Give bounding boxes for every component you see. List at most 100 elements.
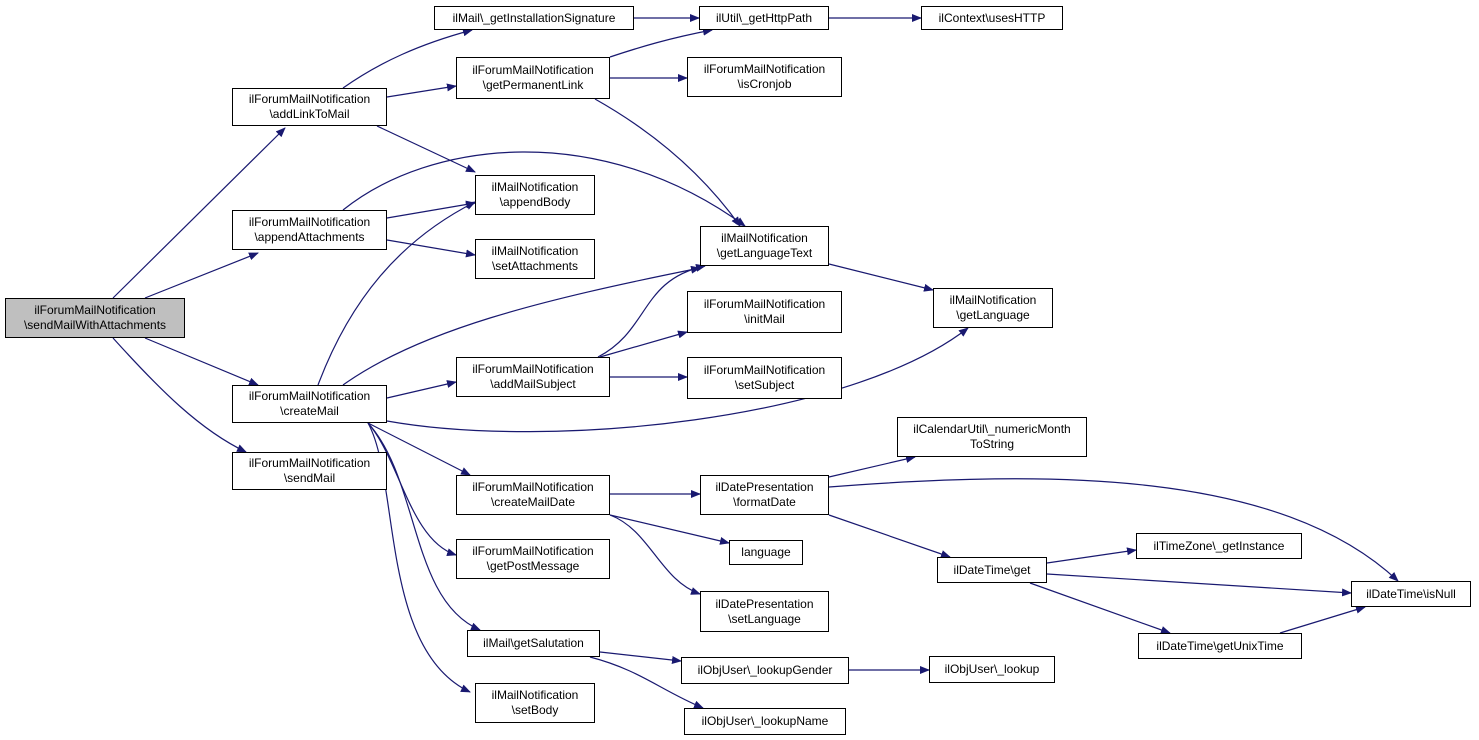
graph-node-label: ilUtil\_getHttpPath [715, 10, 813, 25]
graph-node-label: \getPostMessage [486, 559, 580, 573]
graph-node-is-null[interactable]: ilDateTime\isNull [1351, 581, 1471, 607]
graph-node-dt-get[interactable]: ilDateTime\get [937, 557, 1047, 583]
graph-node-label: ilForumMailNotification [703, 62, 826, 76]
edge-appendAttachments-to-appendBody [386, 200, 476, 219]
graph-node-label: \createMailDate [490, 495, 576, 509]
edge-getPermanentLink-to-getHttpPath [609, 27, 713, 58]
edge-formatDate-to-dtGet [828, 514, 951, 558]
graph-node-label: \getPermanentLink [482, 78, 584, 92]
graph-node-label: \getLanguage [956, 308, 1030, 322]
graph-node-lookup[interactable]: ilObjUser\_lookup [929, 656, 1055, 683]
graph-node-label: ilMailNotification [721, 231, 808, 245]
graph-node-label: ilDatePresentation [715, 480, 814, 494]
edge-createMail-to-createMailDate [367, 422, 471, 476]
graph-node-uses-h-t-t-p[interactable]: ilContext\usesHTTP [921, 6, 1063, 30]
graph-node-root[interactable]: ilForumMailNotification\sendMailWithAtta… [5, 298, 185, 338]
graph-node-language[interactable]: language [729, 540, 803, 565]
edge-createMail-to-setBody [367, 422, 471, 693]
graph-node-get-language-text[interactable]: ilMailNotification\getLanguageText [700, 226, 829, 266]
graph-node-label: ilMailNotification [949, 293, 1037, 307]
graph-node-append-body[interactable]: ilMailNotification\appendBody [475, 175, 595, 215]
graph-node-is-cronjob[interactable]: ilForumMailNotification\isCronjob [687, 57, 842, 97]
edge-addLinkToMail-to-appendBody [376, 125, 476, 173]
graph-node-set-attachments[interactable]: ilMailNotification\setAttachments [475, 239, 595, 279]
graph-node-label: \sendMailWithAttachments [23, 318, 167, 332]
edge-addMailSubject-to-initMail [599, 330, 688, 358]
graph-node-send-mail[interactable]: ilForumMailNotification\sendMail [232, 452, 387, 490]
graph-node-label: \addMailSubject [490, 377, 576, 391]
edge-createMail-to-getSalutation [367, 422, 481, 631]
graph-node-label: ilForumMailNotification [472, 63, 594, 77]
graph-node-label: ilForumMailNotification [472, 544, 594, 558]
graph-node-label: \isCronjob [737, 77, 792, 91]
edge-root-to-appendAttachments [144, 252, 259, 299]
graph-node-get-unix-time[interactable]: ilDateTime\getUnixTime [1138, 633, 1302, 659]
graph-node-label: ilObjUser\_lookupGender [697, 663, 833, 677]
graph-node-get-instance[interactable]: ilTimeZone\_getInstance [1136, 533, 1302, 559]
graph-node-add-link-to-mail[interactable]: ilForumMailNotification\addLinkToMail [232, 88, 387, 126]
graph-node-label: ilObjUser\_lookupName [701, 714, 829, 728]
edges-layer [112, 14, 1399, 709]
graph-node-init-mail[interactable]: ilForumMailNotification\initMail [687, 291, 842, 333]
graph-node-label: ToString [969, 437, 1015, 451]
graph-node-label: ilMail\getSalutation [483, 636, 584, 650]
graph-node-label: \setLanguage [728, 611, 801, 626]
graph-node-label: ilForumMailNotification [703, 297, 826, 311]
edge-getLanguageText-to-getLanguage [828, 263, 934, 292]
graph-node-format-date[interactable]: ilDatePresentation\formatDate [700, 475, 829, 515]
edge-getPermanentLink-to-getLanguageText [594, 98, 741, 227]
graph-node-label: language [741, 545, 791, 559]
graph-node-label: ilMailNotification [491, 688, 579, 702]
graph-node-label: ilMailNotification [491, 180, 579, 194]
graph-node-label: ilForumMailNotification [248, 456, 371, 470]
graph-node-label: \setSubject [734, 378, 795, 392]
edge-dtGet-to-getUnixTime [1029, 582, 1171, 634]
graph-node-get-salutation[interactable]: ilMail\getSalutation [467, 630, 600, 657]
graph-node-create-mail-date[interactable]: ilForumMailNotification\createMailDate [456, 475, 610, 515]
graph-node-get-http-path[interactable]: ilUtil\_getHttpPath [699, 6, 829, 30]
graph-node-label: ilTimeZone\_getInstance [1153, 538, 1285, 553]
edge-formatDate-to-numericMonthToString [828, 455, 916, 478]
graph-node-label: \getLanguageText [716, 246, 813, 260]
graph-node-get-installation-signature[interactable]: ilMail\_getInstallationSignature [434, 6, 634, 30]
graph-node-lookup-gender[interactable]: ilObjUser\_lookupGender [681, 657, 849, 684]
edge-getUnixTime-to-isNull [1279, 605, 1366, 634]
graph-node-label: ilContext\usesHTTP [938, 10, 1046, 25]
graph-node-label: ilForumMailNotification [248, 92, 371, 106]
edge-addLinkToMail-to-getPermanentLink [386, 83, 457, 98]
edge-createMail-to-getLanguage [386, 327, 969, 433]
edge-root-to-sendMail [112, 337, 247, 453]
graph-node-label: \addLinkToMail [269, 107, 350, 121]
graph-node-set-body[interactable]: ilMailNotification\setBody [475, 683, 595, 723]
graph-node-label: ilCalendarUtil\_numericMonth [913, 422, 1071, 436]
graph-node-label: ilForumMailNotification [248, 389, 371, 403]
graph-node-get-language[interactable]: ilMailNotification\getLanguage [933, 288, 1053, 328]
graph-node-lookup-name[interactable]: ilObjUser\_lookupName [684, 708, 846, 735]
graph-node-get-permanent-link[interactable]: ilForumMailNotification\getPermanentLink [456, 57, 610, 99]
graph-node-append-attachments[interactable]: ilForumMailNotification\appendAttachment… [232, 210, 387, 250]
graph-node-set-language[interactable]: ilDatePresentation\setLanguage [700, 591, 829, 632]
edge-appendAttachments-to-getLanguageText [342, 151, 746, 227]
edge-getSalutation-to-lookupName [589, 656, 704, 709]
edge-dtGet-to-getInstance [1046, 547, 1137, 564]
edge-createMailDate-to-language [609, 514, 730, 545]
graph-node-label: ilForumMailNotification [248, 215, 371, 229]
graph-node-label: ilDateTime\get [953, 562, 1031, 577]
graph-node-label: \appendAttachments [254, 230, 365, 244]
graph-node-label: \createMail [280, 404, 339, 418]
graph-node-label: ilForumMailNotification [472, 362, 594, 376]
graph-node-set-subject[interactable]: ilForumMailNotification\setSubject [687, 357, 842, 399]
edge-getSalutation-to-lookupGender [599, 651, 682, 664]
graph-node-get-post-message[interactable]: ilForumMailNotification\getPostMessage [456, 539, 610, 579]
edge-appendAttachments-to-setAttachments [386, 239, 476, 258]
graph-node-label: \sendMail [283, 471, 336, 485]
edge-addLinkToMail-to-getInstallationSignature [342, 28, 473, 89]
graph-node-label: \formatDate [733, 495, 796, 509]
graph-node-label: ilForumMailNotification [472, 480, 594, 494]
graph-node-add-mail-subject[interactable]: ilForumMailNotification\addMailSubject [456, 357, 610, 397]
graph-node-create-mail[interactable]: ilForumMailNotification\createMail [232, 385, 387, 423]
graph-node-label: \initMail [744, 312, 785, 326]
graph-node-label: ilForumMailNotification [34, 303, 156, 317]
